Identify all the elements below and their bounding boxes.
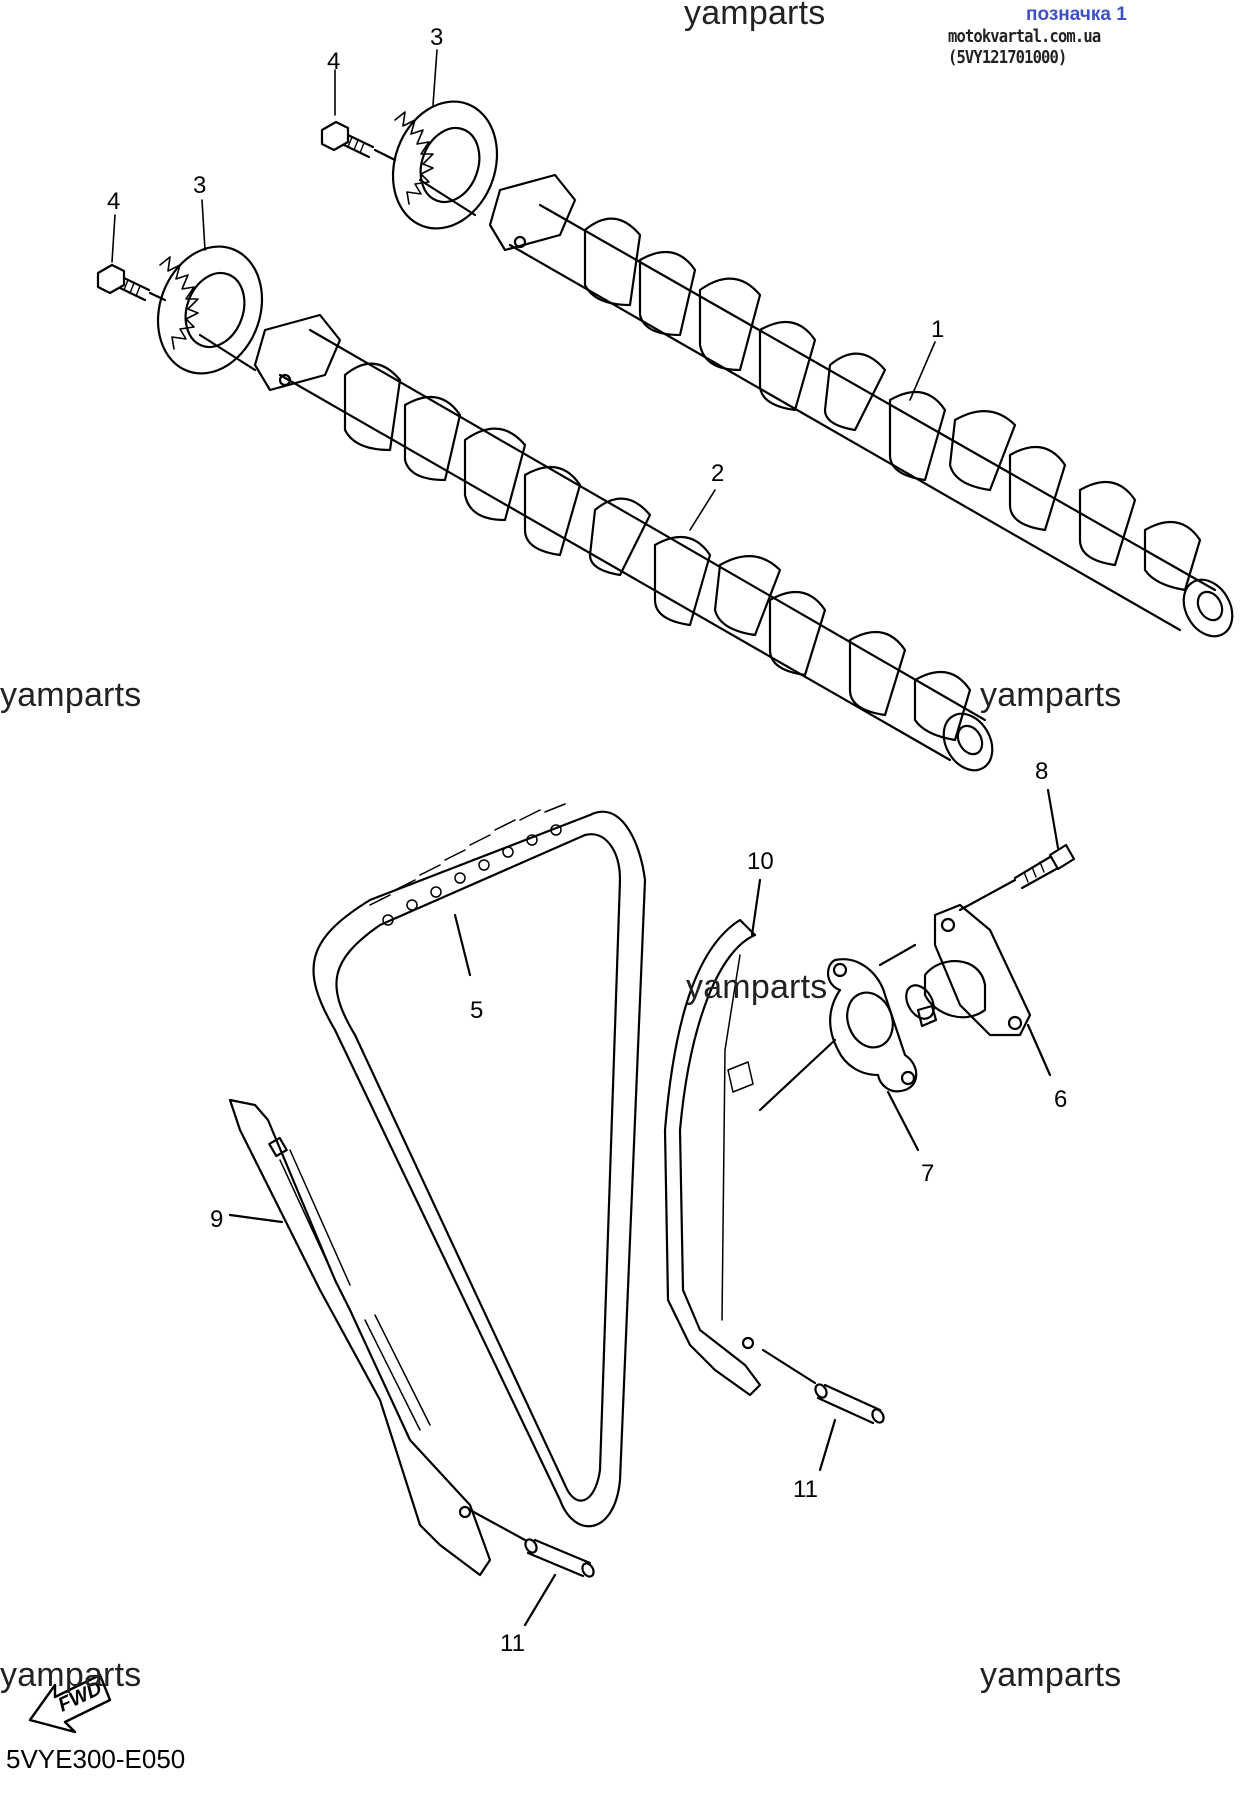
camshaft-2-lobes [343,362,972,742]
camshaft-2 [253,313,994,772]
gasket [827,958,920,1152]
watermark: yamparts [684,0,826,32]
tensioner-bolt [758,788,1076,1112]
label-pin-left: 11 [500,1630,525,1657]
label-pin-right: 11 [793,1476,818,1503]
label-bolt-upper: 4 [327,48,341,75]
label-tensioner: 6 [1054,1086,1068,1113]
label-gasket: 7 [921,1160,935,1187]
label-tensioner-bolt: 8 [1035,758,1049,785]
watermark: yamparts [686,968,828,1006]
label-guide-9: 9 [210,1206,224,1233]
bolt-upper [320,120,397,162]
watermark: yamparts [0,676,142,714]
camshaft-1-lobes [583,217,1202,592]
leader-lines [111,49,936,531]
watermark: yamparts [980,1656,1122,1694]
fwd-arrow [28,1673,112,1734]
label-sprocket-lower: 3 [193,172,207,199]
sprocket-lower [156,245,264,375]
label-bolt-lower: 4 [107,188,121,215]
bolt-lower [96,263,167,302]
camshaft-1 [488,173,1234,638]
header-site: motokvartal.com.ua (5VY121701000) [948,26,1101,68]
timing-chain [312,803,647,1528]
label-timing-chain: 5 [470,997,484,1024]
chain-guide-10 [663,878,762,1397]
diagram-code: 5VYE300-E050 [6,1744,186,1774]
label-guide-10: 10 [747,848,774,875]
label-camshaft-1: 1 [931,316,945,343]
label-sprocket-upper: 3 [430,24,444,51]
label-camshaft-2: 2 [711,460,725,487]
tensioner [905,903,1052,1077]
watermark: yamparts [980,676,1122,714]
watermark: yamparts [0,1656,142,1694]
sprocket-upper [391,100,499,230]
pin-right [761,1348,885,1472]
chain-guide-9 [228,1098,492,1577]
header-badge: позначка 1 [1026,4,1127,25]
pin-left [468,1508,595,1627]
